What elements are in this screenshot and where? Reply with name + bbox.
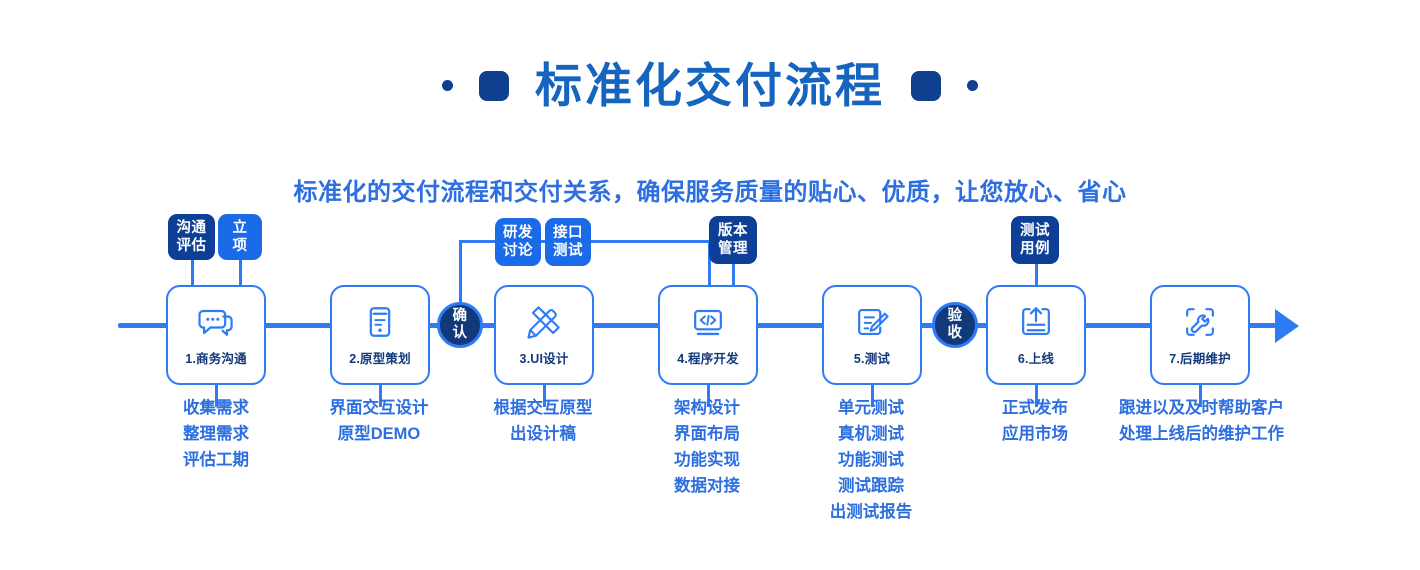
step-7-desc-line-2: 处理上线后的维护工作 <box>1119 425 1284 443</box>
step-1-desc-line-1: 收集需求 <box>183 399 249 417</box>
step-1-desc-line-2: 整理需求 <box>183 425 249 443</box>
gate-queren-line-1: 确 <box>452 308 468 324</box>
step-2-desc-stub <box>379 385 382 407</box>
step-2-desc-line-1: 界面交互设计 <box>329 399 429 417</box>
dot-icon-left <box>442 80 453 92</box>
step-1-desc-line-3: 评估工期 <box>183 451 249 469</box>
bracket-left-vertical <box>459 240 462 326</box>
step-3-card[interactable]: 3.UI设计 <box>494 285 594 385</box>
step-4-card[interactable]: 4.程序开发 <box>658 285 758 385</box>
step-1-badge-stub-b <box>239 256 242 286</box>
step-6-desc-line-2: 应用市场 <box>1002 425 1068 443</box>
clipboard-pencil-icon <box>858 308 889 336</box>
ruler-pencil-icon <box>527 306 560 339</box>
gate-yanshou-line-1: 验 <box>947 308 963 324</box>
step-3-desc-line-1: 根据交互原型 <box>493 399 593 417</box>
page-title: 标准化交付流程 <box>535 59 885 112</box>
step-3-description: 根据交互原型 出设计稿 <box>453 395 633 447</box>
step-6-description: 正式发布 应用市场 <box>965 395 1105 447</box>
step-7-desc-line-1: 跟进以及及时帮助客户 <box>1119 399 1284 417</box>
step-4-desc-line-2: 界面布局 <box>674 425 740 443</box>
step-4-badge-stub <box>732 256 735 286</box>
badge-yanfa-taolun[interactable]: 研发 讨论 <box>495 218 541 266</box>
step-4-desc-line-3: 功能实现 <box>674 451 740 469</box>
step-6-card[interactable]: 6.上线 <box>986 285 1086 385</box>
gate-yanshou-line-2: 收 <box>947 325 963 341</box>
step-3-desc-stub <box>543 385 546 407</box>
step-5-desc-line-3: 功能测试 <box>838 451 904 469</box>
step-5-desc-line-1: 单元测试 <box>838 399 904 417</box>
step-2-description: 界面交互设计 原型DEMO <box>289 395 469 447</box>
step-4-desc-stub <box>707 385 710 407</box>
rounded-square-icon-left <box>479 70 509 101</box>
page-title-row: 标准化交付流程 <box>0 60 1420 112</box>
bracket-right-vertical <box>708 240 711 285</box>
step-7-label: 7.后期维护 <box>1169 352 1231 366</box>
step-5-card[interactable]: 5.测试 <box>822 285 922 385</box>
badge-goutong-pinggu-line-1: 沟通 <box>176 220 207 236</box>
step-2-card[interactable]: 2.原型策划 <box>330 285 430 385</box>
upload-icon <box>1022 307 1050 336</box>
page-subtitle: 标准化的交付流程和交付关系，确保服务质量的贴心、优质，让您放心、省心 <box>293 179 1127 206</box>
step-6-desc-stub <box>1035 385 1038 407</box>
gate-queren-line-2: 认 <box>452 325 468 341</box>
gate-yanshou[interactable]: 验 收 <box>932 302 978 348</box>
badge-jiekou-ceshi-line-2: 测试 <box>553 243 583 259</box>
step-3-desc-line-2: 出设计稿 <box>510 425 576 443</box>
step-4-desc-line-1: 架构设计 <box>674 399 740 417</box>
badge-lixiang[interactable]: 立 项 <box>218 214 262 260</box>
badge-ceshi-yongli-line-1: 测试 <box>1020 223 1050 239</box>
step-1-label: 1.商务沟通 <box>185 352 247 366</box>
arrow-right-icon <box>1275 309 1299 343</box>
step-5-desc-line-4: 测试跟踪 <box>838 477 904 495</box>
badge-lixiang-line-1: 立 <box>232 220 248 236</box>
step-5-description: 单元测试 真机测试 功能测试 测试跟踪 出测试报告 <box>801 395 941 525</box>
step-6-label: 6.上线 <box>1017 352 1055 366</box>
badge-goutong-pinggu-line-2: 评估 <box>176 238 207 254</box>
badge-ceshi-yongli-line-2: 用例 <box>1020 241 1050 257</box>
step-5-desc-line-5: 出测试报告 <box>829 503 913 521</box>
step-1-description: 收集需求 整理需求 评估工期 <box>146 395 286 473</box>
step-3-label: 3.UI设计 <box>519 352 569 366</box>
badge-jiekou-ceshi[interactable]: 接口 测试 <box>545 218 591 266</box>
step-7-desc-stub <box>1199 385 1202 407</box>
step-2-label: 2.原型策划 <box>349 352 411 366</box>
wrench-frame-icon <box>1186 308 1214 336</box>
step-1-desc-stub <box>215 385 218 407</box>
step-5-label: 5.测试 <box>853 352 891 366</box>
step-6-badge-stub <box>1035 256 1038 286</box>
step-7-description: 跟进以及及时帮助客户 处理上线后的维护工作 <box>1109 395 1294 447</box>
step-6-desc-line-1: 正式发布 <box>1002 399 1068 417</box>
rounded-square-icon-right <box>911 70 941 101</box>
step-1-card[interactable]: 1.商务沟通 <box>166 285 266 385</box>
step-4-desc-line-4: 数据对接 <box>674 477 740 495</box>
badge-banben-guanli-line-2: 管理 <box>718 241 748 257</box>
badge-lixiang-line-2: 项 <box>232 238 248 254</box>
badge-ceshi-yongli[interactable]: 测试 用例 <box>1011 216 1059 264</box>
step-7-card[interactable]: 7.后期维护 <box>1150 285 1250 385</box>
step-5-desc-line-2: 真机测试 <box>838 425 904 443</box>
badge-jiekou-ceshi-line-1: 接口 <box>553 225 583 241</box>
dot-icon-right <box>967 80 978 92</box>
step-2-desc-line-2: 原型DEMO <box>337 425 421 443</box>
document-device-icon <box>369 307 391 337</box>
speech-bubbles-icon <box>198 309 233 336</box>
step-4-description: 架构设计 界面布局 功能实现 数据对接 <box>637 395 777 499</box>
code-monitor-icon <box>694 309 722 336</box>
step-4-label: 4.程序开发 <box>677 352 739 366</box>
badge-banben-guanli-line-1: 版本 <box>718 223 748 239</box>
badge-goutong-pinggu[interactable]: 沟通 评估 <box>168 214 215 260</box>
step-5-desc-stub <box>871 385 874 407</box>
gate-queren[interactable]: 确 认 <box>437 302 483 348</box>
badge-yanfa-taolun-line-2: 讨论 <box>503 243 533 259</box>
badge-banben-guanli[interactable]: 版本 管理 <box>709 216 757 264</box>
step-1-badge-stub-a <box>191 256 194 286</box>
badge-yanfa-taolun-line-1: 研发 <box>503 225 533 241</box>
